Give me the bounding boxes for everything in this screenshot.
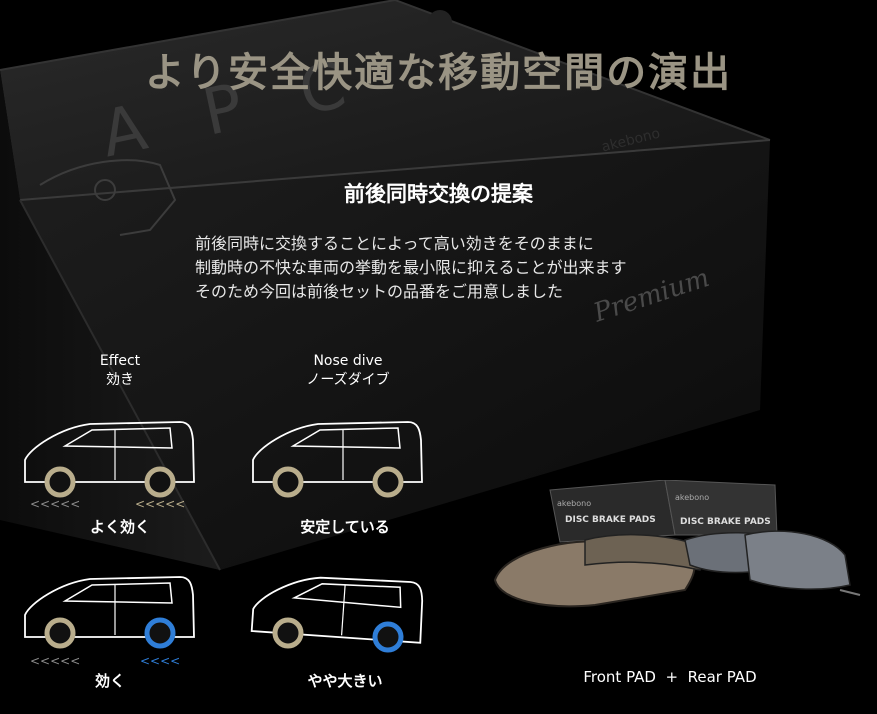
- van-effect-strong: <<<<< <<<<<: [24, 421, 195, 510]
- pads-caption: Front PAD + Rear PAD: [583, 668, 757, 686]
- caption-effect-strong: よく効く: [89, 518, 150, 536]
- nose-dive-title-en: Nose dive: [313, 353, 383, 369]
- brake-pads-product-image: DISC BRAKE PADS DISC BRAKE PADS akebono …: [493, 480, 861, 608]
- pad-box-maker: akebono: [675, 493, 709, 502]
- pad-box-label: DISC BRAKE PADS: [680, 517, 771, 527]
- wheel-icon: [272, 617, 304, 649]
- wheel-icon: [144, 617, 176, 649]
- wheel-icon: [372, 621, 404, 653]
- caption-effect-normal: 効く: [94, 672, 125, 690]
- wheel-icon: [44, 617, 76, 649]
- nose-dive-title-jp: ノーズダイブ: [306, 372, 390, 388]
- wheel-icon: [372, 466, 404, 498]
- pad-box-maker: akebono: [557, 499, 591, 508]
- van-nose-dive-large: [250, 576, 424, 653]
- body-paragraph: 前後同時に交換することによって高い効きをそのままに 制動時の不快な車両の挙動を最…: [195, 232, 627, 304]
- wheel-icon: [144, 466, 176, 498]
- svg-text:<<<<<: <<<<<: [30, 654, 80, 668]
- wheel-icon: [272, 466, 304, 498]
- svg-text:<<<<<: <<<<<: [30, 497, 80, 510]
- svg-text:<<<<: <<<<: [140, 654, 180, 668]
- effect-title-jp: 効き: [106, 372, 134, 388]
- effect-column-title: Effect 効き: [70, 352, 170, 390]
- pad-box-label: DISC BRAKE PADS: [565, 515, 656, 525]
- van-nose-dive-stable: [252, 421, 423, 498]
- body-line: そのため今回は前後セットの品番をご用意しました: [195, 282, 564, 301]
- body-line: 前後同時に交換することによって高い効きをそのままに: [195, 234, 594, 253]
- caption-stable: 安定している: [300, 518, 390, 536]
- sub-heading: 前後同時交換の提案: [344, 182, 533, 206]
- nose-dive-column-title: Nose dive ノーズダイブ: [278, 352, 418, 390]
- body-line: 制動時の不快な車両の挙動を最小限に抑えることが出来ます: [195, 258, 627, 277]
- wheel-icon: [44, 466, 76, 498]
- headline: より安全快適な移動空間の演出: [144, 50, 733, 96]
- caption-slightly-large: やや大きい: [307, 672, 383, 690]
- effect-title-en: Effect: [99, 353, 141, 369]
- van-effect-normal: <<<<< <<<<: [24, 576, 195, 668]
- svg-text:<<<<<: <<<<<: [135, 497, 185, 510]
